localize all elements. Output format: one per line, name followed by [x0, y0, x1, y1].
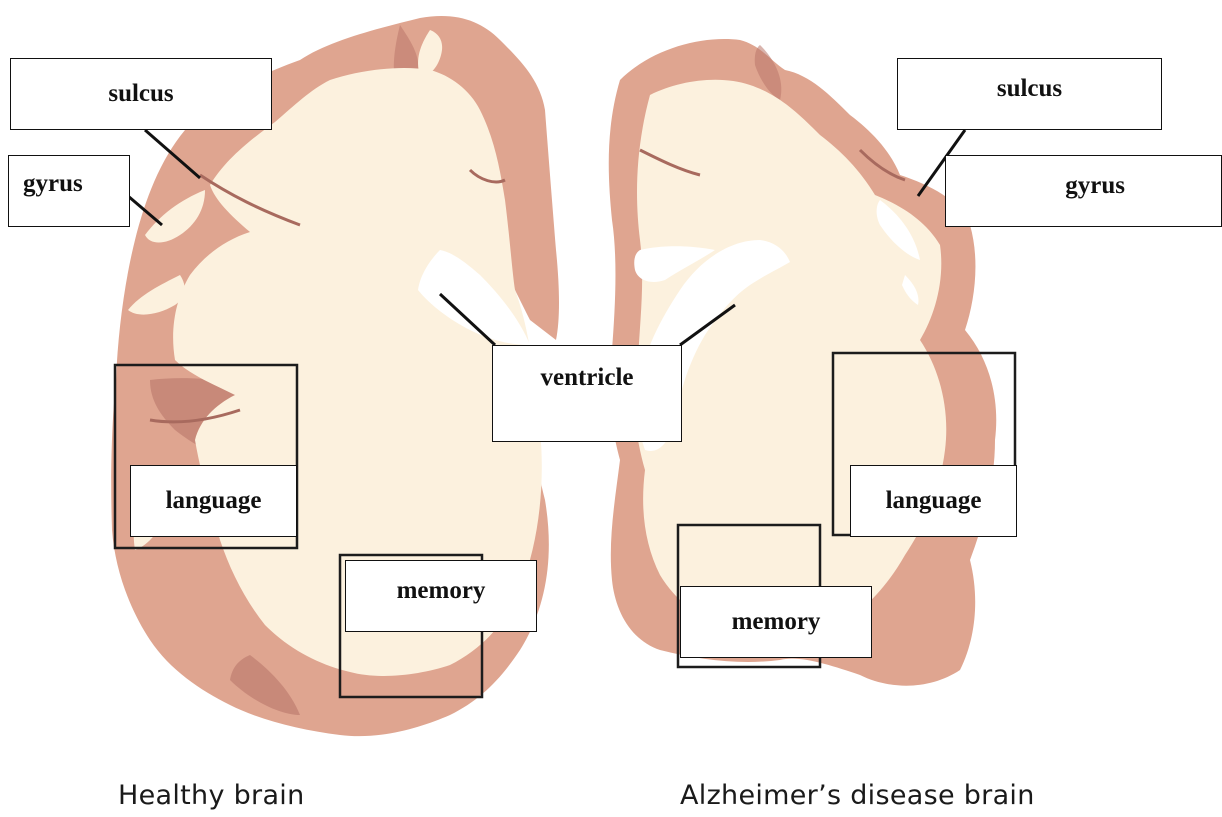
- ventricle-label: ventricle: [492, 345, 682, 442]
- ad-language-label: language: [850, 465, 1017, 537]
- healthy-sulcus-label: sulcus: [10, 58, 272, 130]
- healthy-gyrus-label: gyrus: [8, 155, 130, 227]
- alzheimers-brain-caption: Alzheimer’s disease brain: [680, 780, 1035, 811]
- ad-gyrus-label: gyrus: [945, 155, 1222, 227]
- healthy-language-label: language: [130, 465, 297, 537]
- ad-memory-label: memory: [680, 586, 872, 658]
- healthy-brain-caption: Healthy brain: [118, 780, 305, 811]
- healthy-memory-label: memory: [345, 560, 537, 632]
- ad-sulcus-label: sulcus: [897, 58, 1162, 130]
